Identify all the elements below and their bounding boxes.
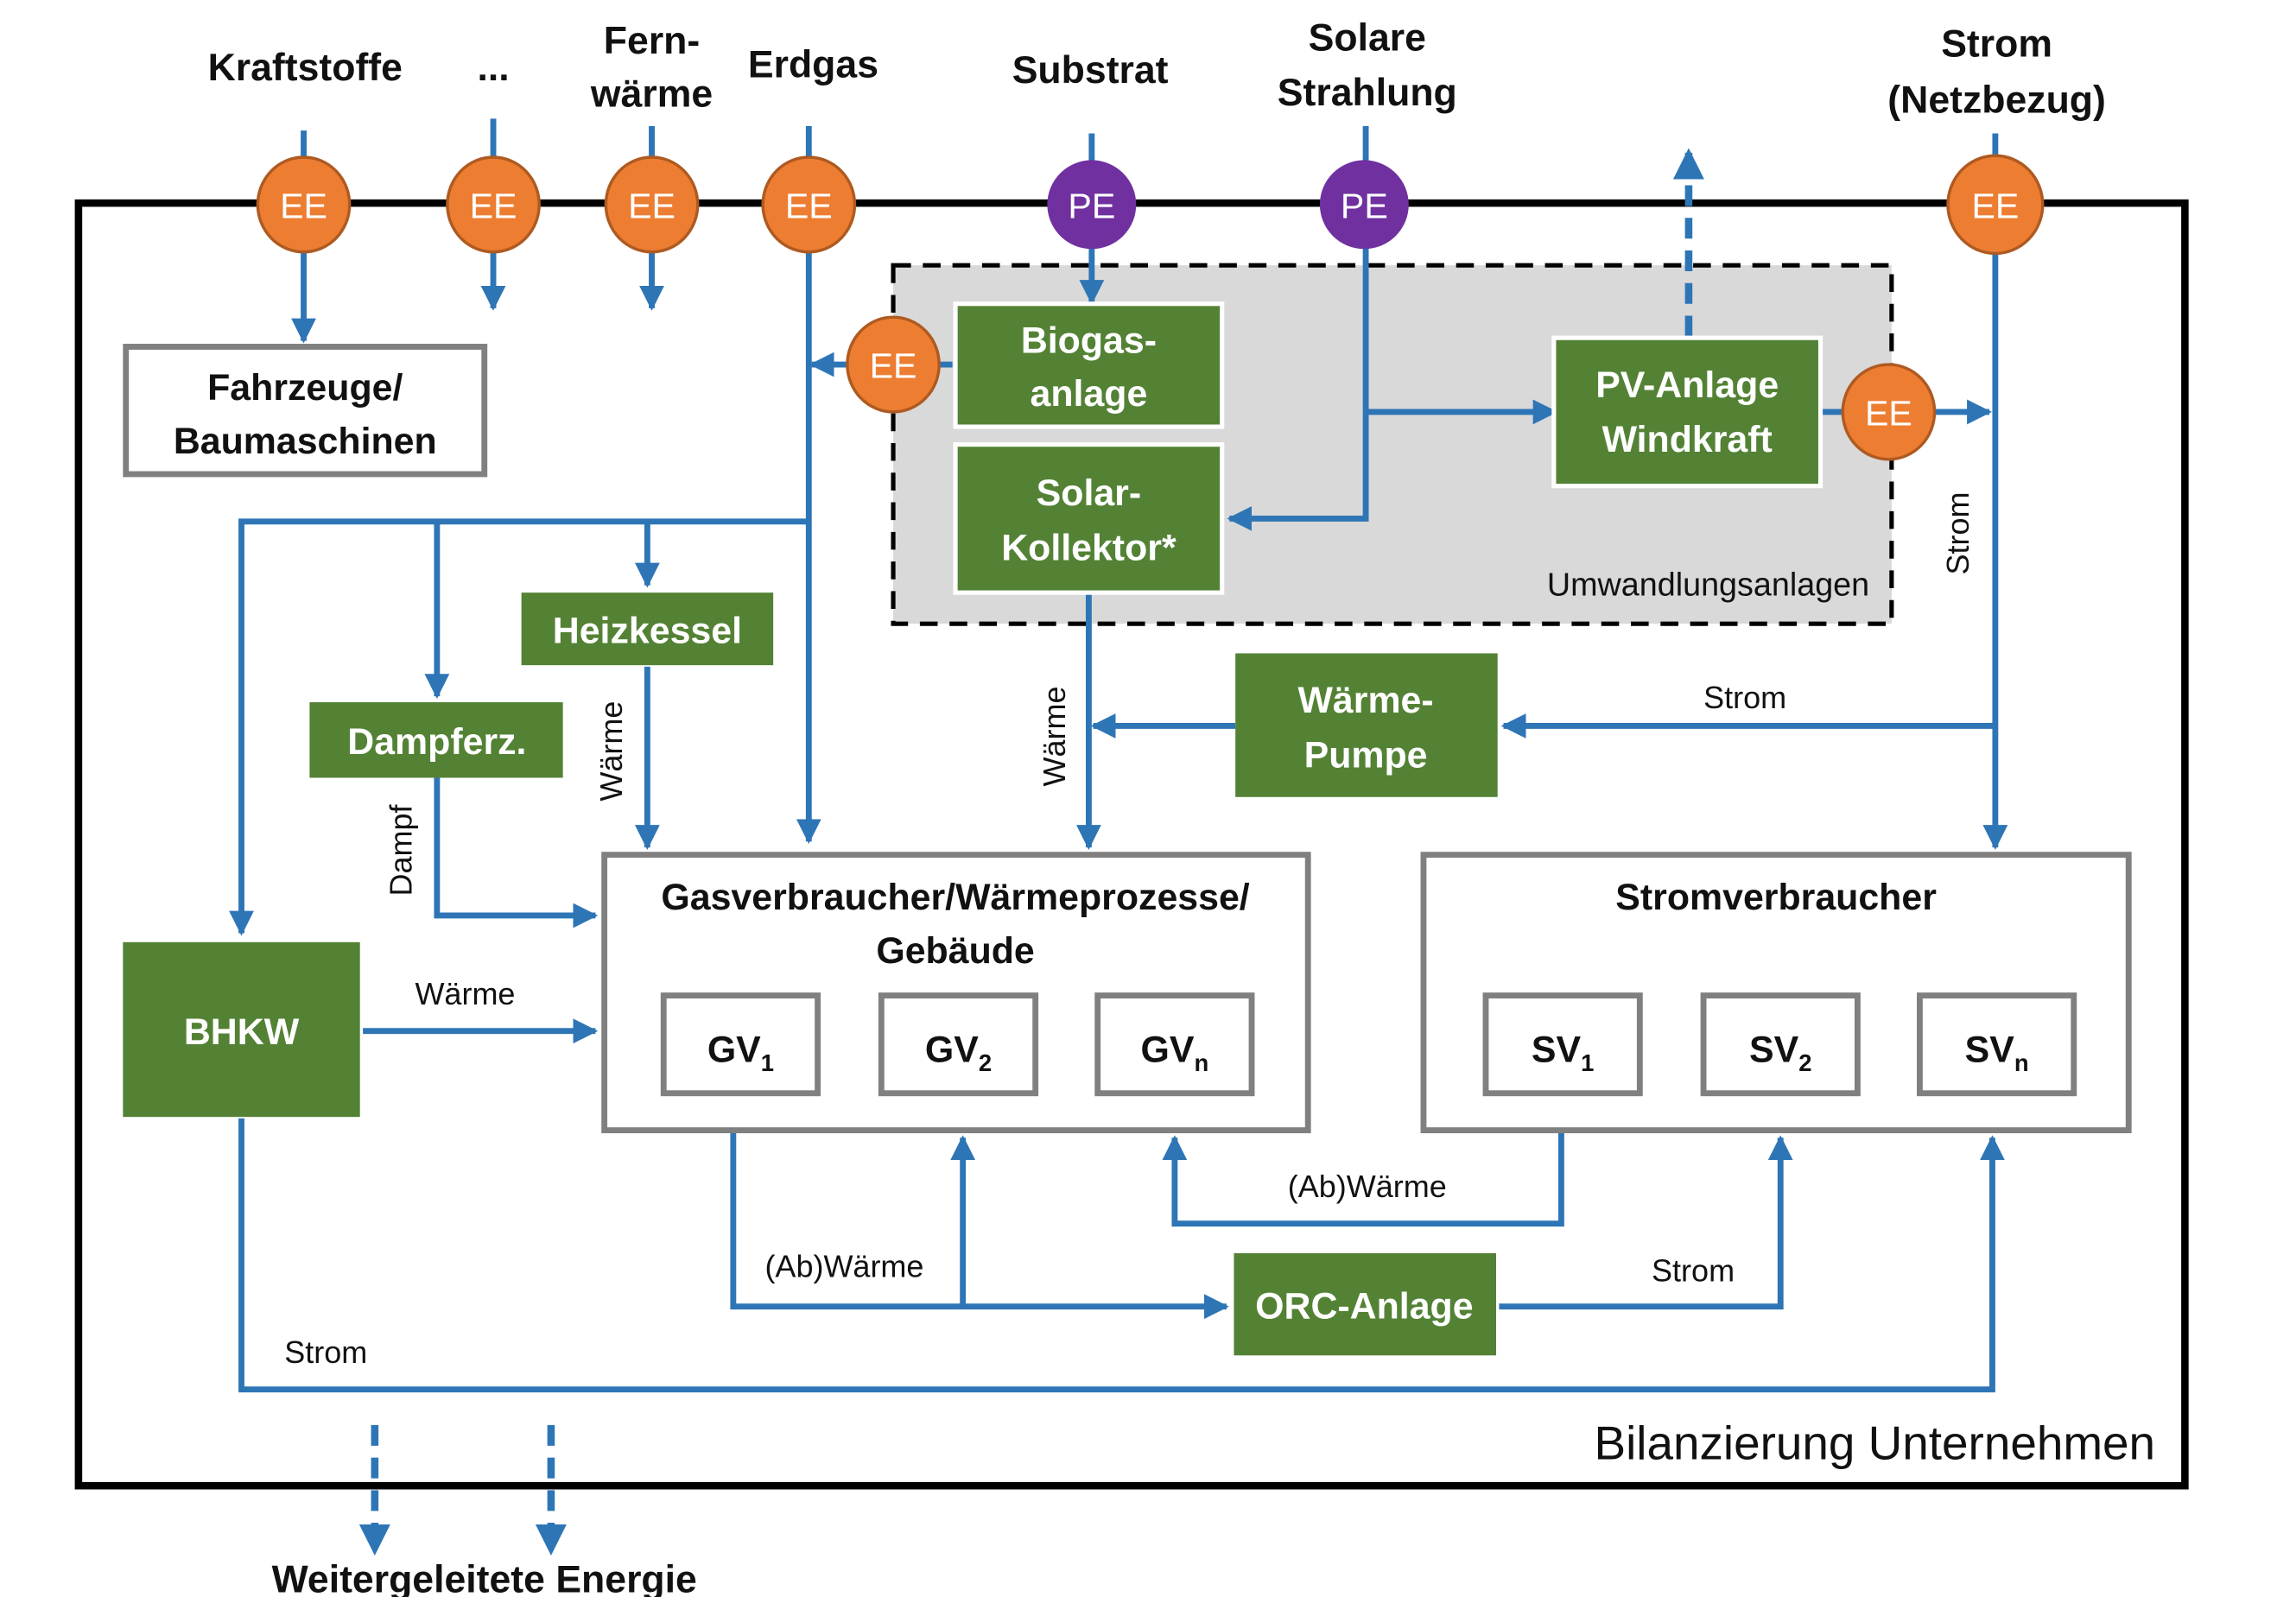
sv-label: SV1 [1532, 1030, 1594, 1076]
gas-consumers-label-1: Gasverbraucher/Wärmeprozesse/ [661, 877, 1249, 918]
sv-box [1482, 992, 1643, 1097]
gv-box [878, 992, 1039, 1097]
input-label-other: ... [477, 47, 509, 89]
label-waerme-bhkw: Wärme [415, 976, 515, 1011]
input-label-fernwaerme-1: Fern- [604, 20, 700, 62]
flow-labels: Strom Strom Wärme Wärme Dampf Wärme (Ab)… [284, 492, 1976, 1370]
flow-gas-to-bhkw [229, 518, 809, 936]
output-label: Weitergeleitete Energie [272, 1559, 697, 1597]
ee-marker [256, 155, 352, 254]
label-strom-wp: Strom [1703, 680, 1786, 715]
label-dampf: Dampf [384, 804, 419, 897]
conversion-units: Biogas- anlage Solar- Kollektor* PV-Anla… [123, 301, 1823, 1356]
ee-marker-label: EE [628, 186, 675, 225]
boundary-label: Bilanzierung Unternehmen [1595, 1416, 2156, 1469]
orc-box [1234, 1252, 1496, 1356]
pe-marker-label: PE [1068, 186, 1115, 225]
sv-box [1700, 992, 1861, 1097]
input-label-fernwaerme-2: wärme [590, 73, 713, 116]
gv-label: GV1 [707, 1030, 774, 1076]
input-label-strom-1: Strom [1941, 22, 2052, 65]
flow-dampf [434, 777, 599, 928]
power-consumers-label: Stromverbraucher [1615, 877, 1937, 918]
ee-marker [761, 155, 857, 254]
flow-bhkw-strom [238, 1118, 2005, 1393]
gv-boxes: GV1 GV2 GVn [660, 992, 1255, 1097]
boundary-markers: EE EE EE EE PE PE EE EE EE [256, 154, 2045, 461]
bhkw-box [123, 941, 360, 1118]
solar-kollektor-label-1: Solar- [1037, 472, 1141, 514]
ee-marker [446, 155, 541, 254]
label-abwaerme-gv: (Ab)Wärme [764, 1248, 923, 1283]
gv-box [660, 992, 821, 1097]
solar-kollektor-box [953, 442, 1225, 595]
gv-label: GVn [1141, 1030, 1209, 1076]
input-label-solar-1: Solare [1309, 17, 1426, 60]
label-abwaerme-sv: (Ab)Wärme [1288, 1169, 1447, 1204]
ee-marker [1946, 154, 2045, 256]
ee-marker-pv [1841, 363, 1937, 461]
input-label-erdgas: Erdgas [748, 43, 878, 86]
input-label-substrat: Substrat [1012, 49, 1169, 92]
orc-label: ORC-Anlage [1255, 1285, 1473, 1327]
input-label-solar-2: Strahlung [1278, 72, 1457, 114]
dampferz-label: Dampferz. [347, 721, 526, 763]
flow-gv1-abwaerme [730, 1093, 1229, 1320]
pv-label-2: Windkraft [1602, 419, 1773, 460]
dampferz-box [309, 702, 563, 778]
fahrzeuge-label-1: Fahrzeuge/ [207, 367, 403, 409]
biogas-label-1: Biogas- [1021, 320, 1157, 361]
pv-label-1: PV-Anlage [1595, 364, 1779, 406]
waermepumpe-label-1: Wärme- [1297, 680, 1433, 721]
label-strom-bhkw: Strom [284, 1334, 367, 1370]
biogas-box [953, 301, 1225, 429]
ee-marker-label: EE [1971, 186, 2019, 225]
biogas-label-2: anlage [1031, 373, 1148, 415]
waermepumpe-box [1235, 653, 1498, 797]
pe-marker [1047, 160, 1137, 250]
input-label-strom-2: (Netzbezug) [1887, 79, 2106, 122]
gv-box [1094, 992, 1255, 1097]
pe-marker-label: PE [1341, 186, 1388, 225]
flow-solar-to-kollektor [1227, 125, 1369, 531]
label-waerme-heizkessel: Wärme [593, 701, 629, 802]
label-strom-vertical: Strom [1940, 492, 1976, 575]
fahrzeuge-label-2: Baumaschinen [174, 421, 437, 462]
ee-marker-label: EE [470, 186, 517, 225]
ee-marker-label: EE [870, 345, 917, 385]
flow-orc-strom [1499, 1135, 1793, 1310]
label-waerme-kollektor: Wärme [1037, 686, 1072, 786]
pv-windkraft-box [1551, 335, 1823, 489]
sv-box [1917, 992, 2077, 1097]
label-strom-orc: Strom [1652, 1253, 1735, 1289]
gv-label: GV2 [925, 1030, 992, 1076]
input-label-kraftstoffe: Kraftstoffe [208, 47, 403, 89]
bhkw-label: BHKW [184, 1011, 300, 1053]
heizkessel-label: Heizkessel [553, 610, 742, 651]
internal-flows [229, 148, 2005, 1556]
waermepumpe-label-2: Pumpe [1304, 734, 1428, 776]
flow-sv1-abwaerme [1162, 1093, 1564, 1227]
ee-marker-label: EE [280, 186, 327, 225]
conversion-area-label: Umwandlungsanlagen [1547, 567, 1869, 603]
ee-marker-biogas [846, 315, 941, 414]
gas-consumers-label-2: Gebäude [876, 930, 1034, 972]
input-labels: Kraftstoffe ... Fern- wärme Erdgas Subst… [208, 17, 2106, 122]
ee-marker-label: EE [1865, 393, 1912, 433]
ee-marker-label: EE [785, 186, 833, 225]
ee-marker [604, 155, 700, 254]
sv-boxes: SV1 SV2 SVn [1482, 992, 2077, 1097]
heizkessel-box [521, 593, 774, 666]
fahrzeuge-box [123, 344, 488, 478]
solar-kollektor-label-2: Kollektor* [1001, 527, 1177, 568]
pe-marker [1319, 160, 1409, 250]
sv-label: SVn [1965, 1030, 2029, 1076]
sv-label: SV2 [1749, 1030, 1811, 1076]
